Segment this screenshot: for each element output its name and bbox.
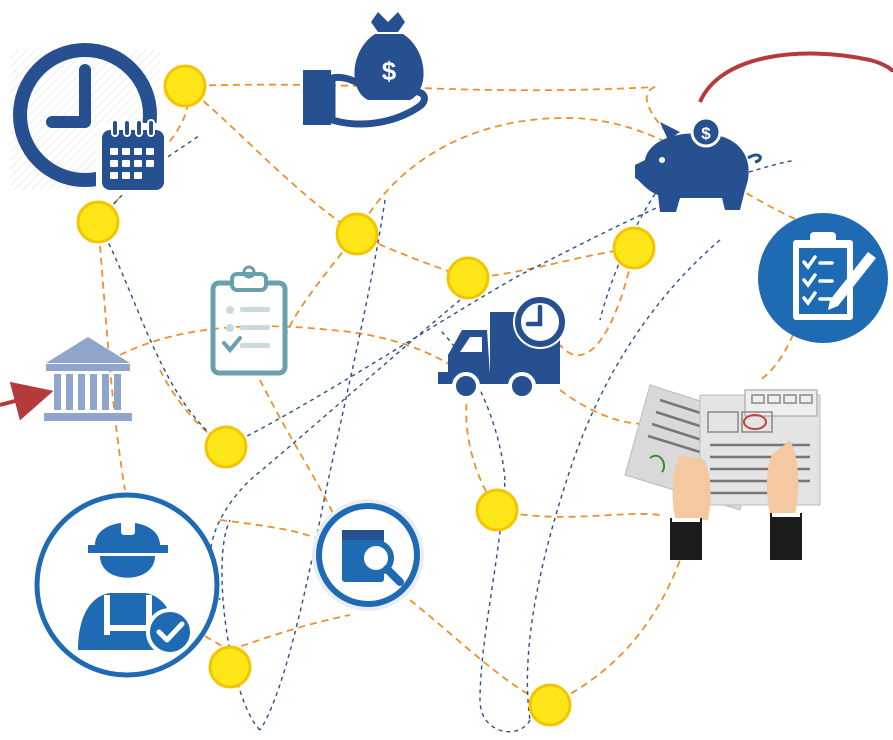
- waypoint-node[interactable]: [204, 425, 248, 469]
- incoming-arrow: [0, 381, 54, 421]
- search-document-icon: [312, 499, 424, 611]
- waypoint-node[interactable]: [475, 488, 519, 532]
- waypoint-nodes: [76, 64, 656, 727]
- documents-hands-icon: [624, 384, 821, 560]
- waypoint-node[interactable]: [528, 683, 572, 727]
- waypoint-node[interactable]: [335, 212, 379, 256]
- waypoint-node[interactable]: [612, 226, 656, 270]
- clipboard-check-icon: [758, 213, 888, 343]
- outgoing-arc: [698, 51, 893, 103]
- clock-calendar-icon: [13, 43, 168, 195]
- bank-building-icon: [44, 337, 132, 421]
- red-arrows: [0, 51, 893, 421]
- waypoint-node[interactable]: [446, 256, 490, 300]
- waypoint-node[interactable]: [163, 64, 207, 108]
- waypoint-node[interactable]: [76, 200, 120, 244]
- piggy-bank-icon: $: [635, 116, 762, 212]
- worker-check-icon: [34, 492, 220, 678]
- piggy-symbol: $: [701, 124, 711, 143]
- checklist-icon: [210, 265, 288, 376]
- waypoint-node[interactable]: [208, 645, 252, 689]
- delivery-truck-icon: [438, 295, 567, 400]
- money-symbol: $: [382, 56, 397, 86]
- money-bag-hand-icon: $: [303, 12, 428, 128]
